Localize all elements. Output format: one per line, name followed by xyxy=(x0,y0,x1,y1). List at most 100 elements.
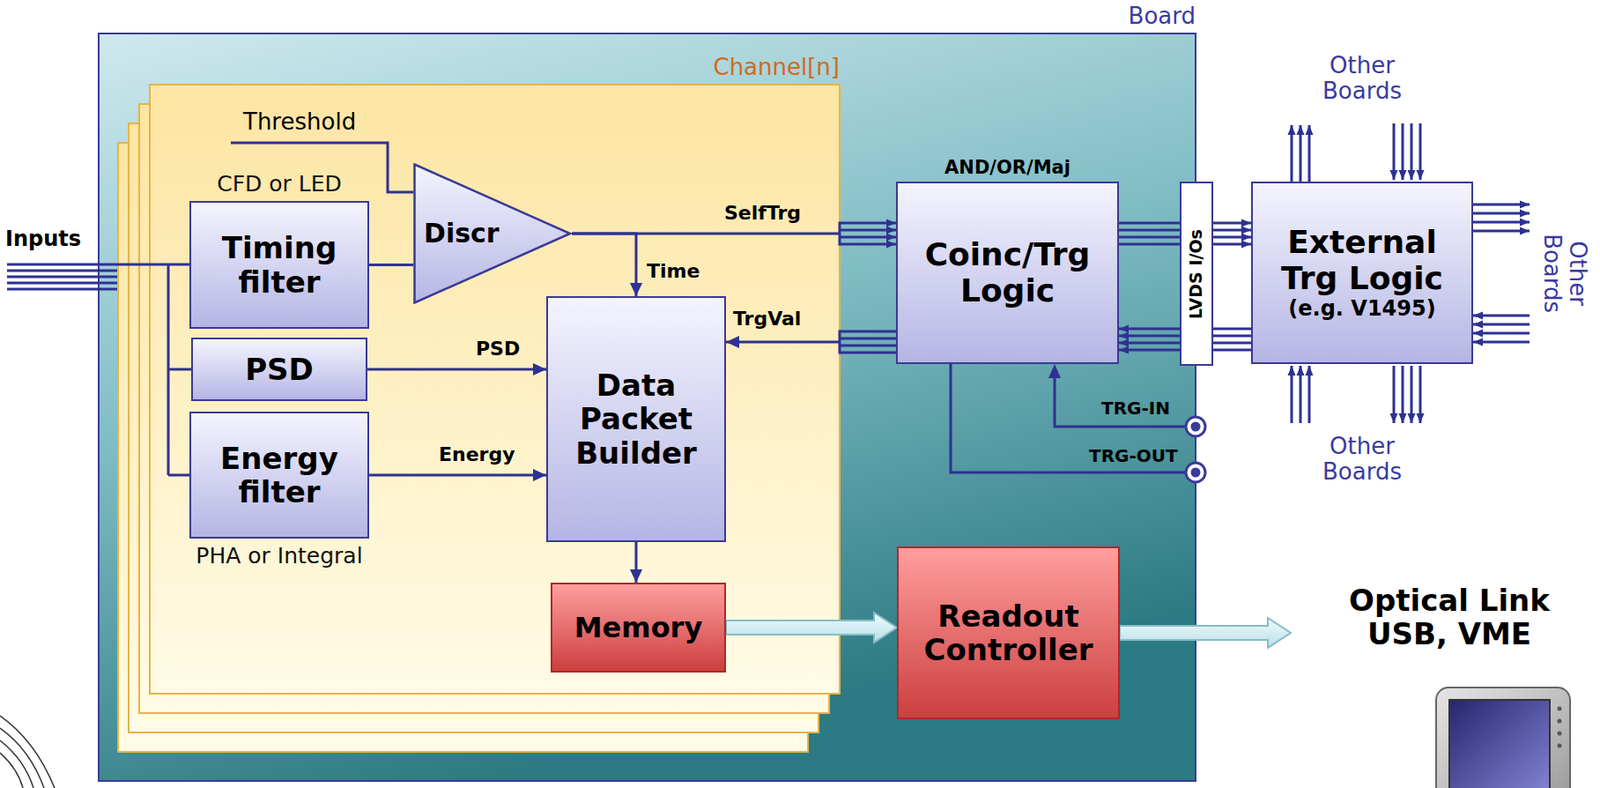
box-subtitle: (e.g. V1495) xyxy=(1288,296,1436,321)
arrowhead xyxy=(533,362,547,376)
readout-controller-box: Readout Controller xyxy=(896,546,1120,719)
box-title: Discr xyxy=(423,218,500,249)
corner-swoosh xyxy=(0,715,55,788)
arrowhead xyxy=(1407,413,1416,423)
arrowhead xyxy=(629,569,643,583)
arrowhead xyxy=(1390,170,1399,180)
arrowhead xyxy=(1241,240,1252,249)
signal-connector xyxy=(1118,325,1180,355)
trg-out-label: TRG-OUT xyxy=(1088,445,1178,466)
arrowhead xyxy=(1296,125,1305,135)
discriminator-triangle: Discr xyxy=(413,162,572,304)
wire xyxy=(1213,327,1252,331)
arrowhead xyxy=(1519,218,1530,227)
arrowhead xyxy=(1519,227,1530,236)
arrowhead xyxy=(1519,200,1530,209)
arrowhead xyxy=(533,468,547,482)
arrowhead xyxy=(1241,233,1252,242)
data-flow-arrow xyxy=(725,612,897,643)
board-ground xyxy=(98,33,1196,781)
energy-filter-box: Energy filterPHA or Integral xyxy=(189,411,370,539)
trg-connectors xyxy=(1185,416,1206,482)
box-title: PSD xyxy=(244,352,314,386)
wire xyxy=(1213,341,1252,345)
coinc-trigger-logic-box: AND/OR/MajCoinc/Trg Logic xyxy=(896,181,1119,364)
wire xyxy=(838,330,842,355)
channel-title: Channel[n] xyxy=(712,54,840,82)
filter-mode-note: PHA or Integral xyxy=(195,543,363,570)
arrowhead xyxy=(1118,325,1129,334)
arrowhead xyxy=(1118,339,1129,348)
arrowhead xyxy=(1305,125,1314,135)
filter-mode-note: CFD or LED xyxy=(216,171,342,198)
lvds-io-bar: LVDS I/Os xyxy=(1179,181,1214,366)
signal-connector xyxy=(571,233,643,297)
arrowhead xyxy=(1241,226,1252,235)
signal-connector xyxy=(1213,219,1252,249)
arrowhead xyxy=(1473,329,1483,338)
signal-label: Energy xyxy=(438,444,516,467)
signal-connector xyxy=(369,264,414,266)
logic-modes-note: AND/OR/Maj xyxy=(944,156,1071,178)
arrowhead xyxy=(1399,170,1408,180)
trg-in-label: TRG-IN xyxy=(1101,398,1171,418)
board-title: Board xyxy=(1128,3,1196,30)
arrowhead xyxy=(886,233,897,242)
wire xyxy=(838,222,842,246)
wire xyxy=(839,351,897,355)
arrowhead xyxy=(886,219,897,228)
signal-label: SelfTrg xyxy=(724,202,801,225)
wire xyxy=(367,368,547,371)
wire xyxy=(369,474,547,477)
box-title: Coinc/Trg Logic xyxy=(904,237,1111,309)
arrowhead xyxy=(1399,413,1408,423)
wire xyxy=(571,233,637,297)
data-flow-arrow xyxy=(1119,617,1291,648)
psd-box: PSD xyxy=(191,337,368,401)
channel-pages xyxy=(118,84,840,752)
signal-connector xyxy=(367,362,547,376)
arrowhead xyxy=(1416,170,1425,180)
arrowhead xyxy=(1305,365,1314,376)
wire xyxy=(839,337,897,341)
arrowhead xyxy=(1241,219,1252,228)
channel-page xyxy=(149,84,840,694)
arrowhead xyxy=(1519,209,1530,218)
wire xyxy=(1118,222,1180,225)
arrowhead xyxy=(629,282,643,297)
board-region: BoardChannel[n]CFD or LEDTiming filterDi… xyxy=(98,33,1196,781)
arrowhead xyxy=(1118,332,1129,341)
arrowhead xyxy=(1473,320,1483,329)
arrowhead xyxy=(1416,413,1425,423)
wire xyxy=(725,340,840,344)
arrowhead xyxy=(1473,338,1483,347)
signal-connector xyxy=(725,612,897,643)
optical-link-label: Optical Link USB, VME xyxy=(1317,583,1582,651)
arrowhead xyxy=(1296,365,1305,376)
wire xyxy=(369,263,414,267)
signal-connector xyxy=(629,541,643,583)
arrowhead xyxy=(1288,365,1297,376)
wire xyxy=(839,330,897,334)
wire xyxy=(1118,229,1180,232)
computer-monitor-icon xyxy=(1436,687,1571,788)
arrowhead xyxy=(1407,170,1416,180)
arrowhead xyxy=(1118,346,1129,355)
trg-in-arrowhead xyxy=(1048,363,1061,378)
optical-link-arrow xyxy=(1119,617,1291,648)
other-boards-label: Other Boards xyxy=(1296,52,1429,104)
channel-panel: Channel[n]CFD or LEDTiming filterDiscrPS… xyxy=(149,84,840,694)
signal-connector xyxy=(1213,328,1252,350)
signal-label: TrgVal xyxy=(733,308,801,331)
box-title: Energy filter xyxy=(198,441,361,510)
wire xyxy=(1213,348,1252,352)
other-boards-label: Other Boards xyxy=(1539,207,1591,340)
input-label: Inputs xyxy=(5,227,82,252)
arrowhead xyxy=(1288,125,1297,135)
signal-connector xyxy=(1118,222,1180,245)
signal-connector xyxy=(369,468,547,482)
arrowhead xyxy=(886,240,897,249)
external-trigger-logic-box: External Trg Logic(e.g. V1495) xyxy=(1251,181,1474,364)
data-packet-builder-box: Data Packet Builder xyxy=(546,296,726,542)
wire xyxy=(1118,236,1180,239)
